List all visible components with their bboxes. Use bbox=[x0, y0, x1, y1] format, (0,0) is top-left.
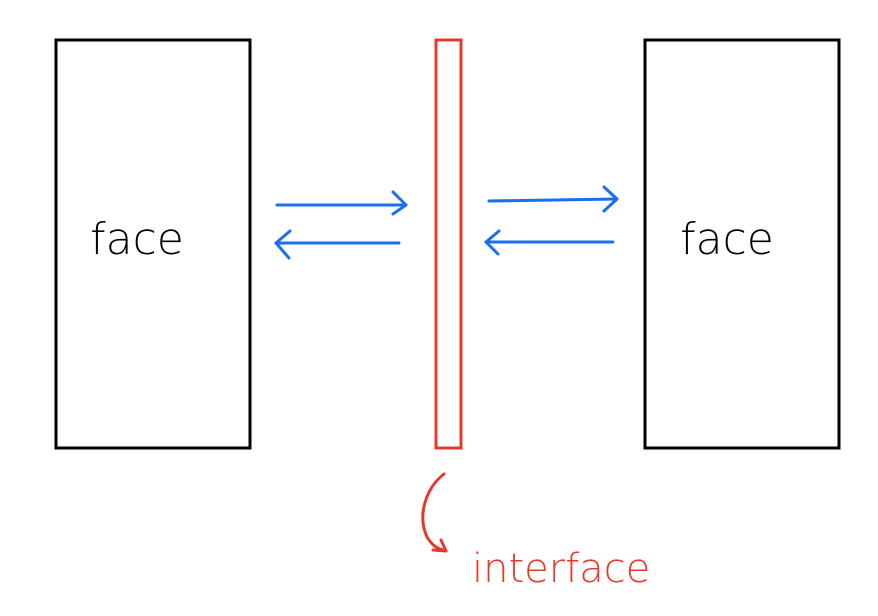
interface-bar bbox=[434, 38, 463, 450]
arrow-left-icon bbox=[274, 229, 401, 260]
left-face-label: face bbox=[90, 214, 184, 265]
left-face-box-outline bbox=[54, 38, 252, 450]
arrow-pair-right bbox=[484, 185, 619, 256]
arrow-right-icon bbox=[275, 190, 408, 216]
right-face-label: face bbox=[680, 214, 774, 265]
arrow-right-icon bbox=[487, 185, 619, 213]
arrow-pair-left bbox=[274, 190, 408, 260]
right-face-box-outline bbox=[643, 38, 841, 450]
right-face-box: face bbox=[643, 38, 841, 450]
curved-arrow-icon bbox=[421, 472, 448, 553]
arrow-left-icon bbox=[484, 229, 615, 256]
interface-bar-outline bbox=[434, 38, 463, 450]
interface-label: interface bbox=[472, 546, 650, 592]
left-face-box: face bbox=[54, 38, 252, 450]
